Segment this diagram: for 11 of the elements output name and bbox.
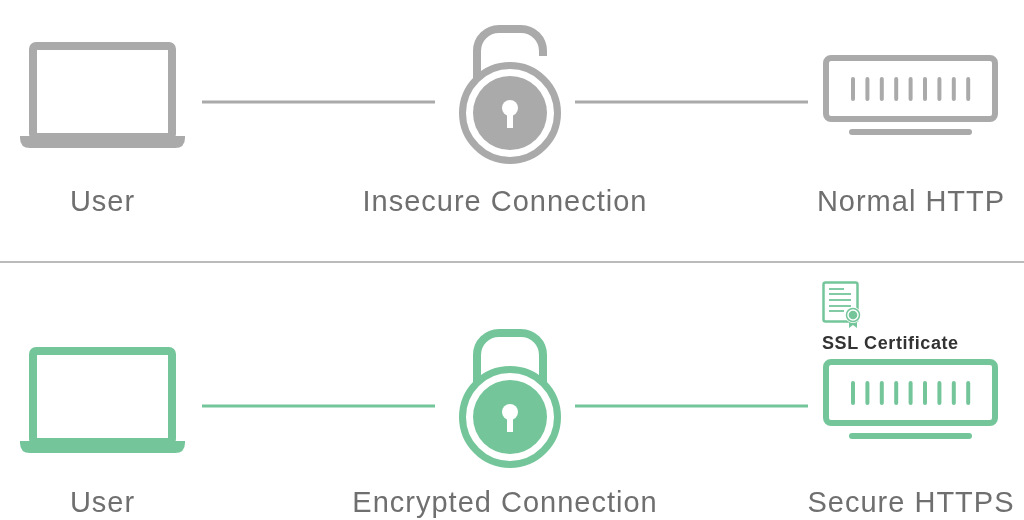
connector-line: [575, 100, 808, 104]
node-label: Insecure Connection: [362, 185, 648, 218]
node-label: User: [69, 486, 136, 519]
connector-line: [202, 100, 435, 104]
node-label: Encrypted Connection: [352, 486, 658, 519]
connector-line: [575, 404, 808, 408]
node-label: User: [69, 185, 136, 218]
node-caption: SSL Certificate: [822, 333, 959, 353]
node-label: Secure HTTPS: [807, 486, 1015, 519]
node-label: Normal HTTP: [816, 185, 1006, 218]
connector-line: [202, 404, 435, 408]
